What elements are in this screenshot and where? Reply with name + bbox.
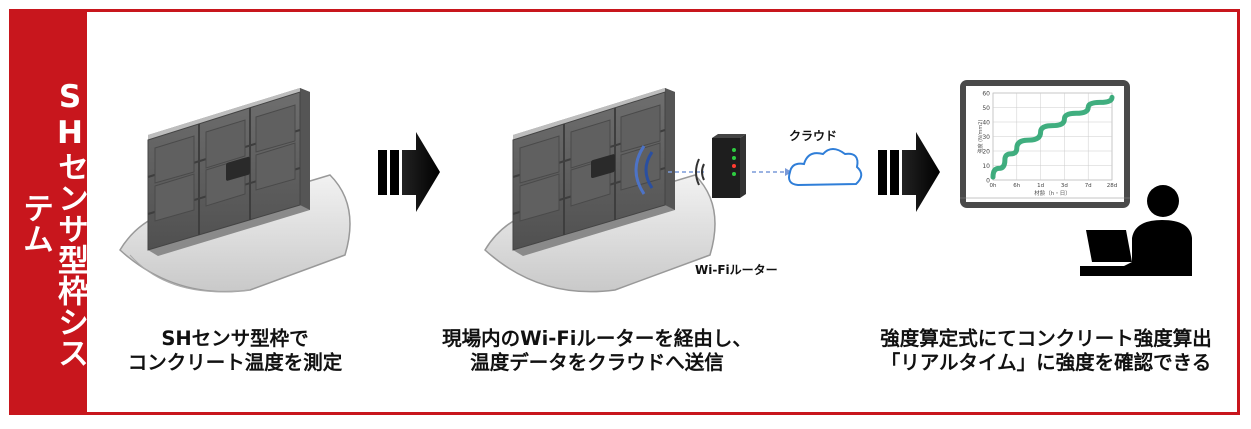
strength-chart: 0 10 20 30 40 50 60 0h 6h 1d 3d 7d 28d 強度 (N/mm2) 材齢（h… [977,91,1117,198]
step-1-caption: SHセンサ型枠で コンクリート温度を測定 [110,327,360,375]
chart-y-tick-label: 40 [982,120,990,127]
chart-y-tick-label: 20 [982,149,990,156]
chart-y-tick-label: 50 [982,105,990,112]
step-3-caption: 強度算定式にてコンクリート強度算出 「リアルタイム」に強度を確認できる [862,327,1230,375]
step-2-caption: 現場内のWi-Fiルーターを経由し、 温度データをクラウドへ送信 [432,327,762,375]
formwork-sensor-illustration [119,88,351,293]
cloud-icon [788,148,863,187]
step-2-caption-line1: 現場内のWi-Fiルーターを経由し、 [442,327,752,350]
step-3-caption-line1: 強度算定式にてコンクリート強度算出 [880,327,1212,350]
chart-y-tick-label: 0 [986,178,990,185]
user-at-laptop-icon [1080,185,1192,276]
flow-arrow-1 [378,132,440,212]
chart-y-axis-label: 強度 (N/mm2) [977,120,984,154]
chart-y-tick-label: 30 [982,134,990,141]
chart-y-tick-label: 60 [982,91,990,98]
chart-x-tick-label: 0h [990,183,997,189]
chart-x-tick-label: 1d [1037,183,1044,189]
step-1-caption-line2: コンクリート温度を測定 [127,351,343,374]
step-1-caption-line1: SHセンサ型枠で [161,327,309,350]
chart-y-tick-label: 10 [982,163,990,170]
formwork-transmit-illustration [484,88,716,293]
chart-x-tick-label: 28d [1107,183,1118,189]
chart-x-tick-label: 3d [1061,183,1068,189]
step-3-caption-line2: 「リアルタイム」に強度を確認できる [880,351,1212,374]
step-2-caption-line2: 温度データをクラウドへ送信 [470,351,724,374]
chart-x-tick-label: 7d [1085,183,1092,189]
flow-arrow-2 [878,132,940,212]
chart-x-tick-label: 6h [1013,183,1020,189]
sidebar-title: SHセンサ型枠システム [17,78,88,368]
sidebar: SHセンサ型枠システム [9,9,88,415]
wifi-router-icon [695,134,746,198]
router-label: Wi-Fiルーター [695,263,778,277]
cloud-label: クラウド [789,129,838,143]
chart-x-axis-label: 材齢（h・日） [1034,189,1071,197]
